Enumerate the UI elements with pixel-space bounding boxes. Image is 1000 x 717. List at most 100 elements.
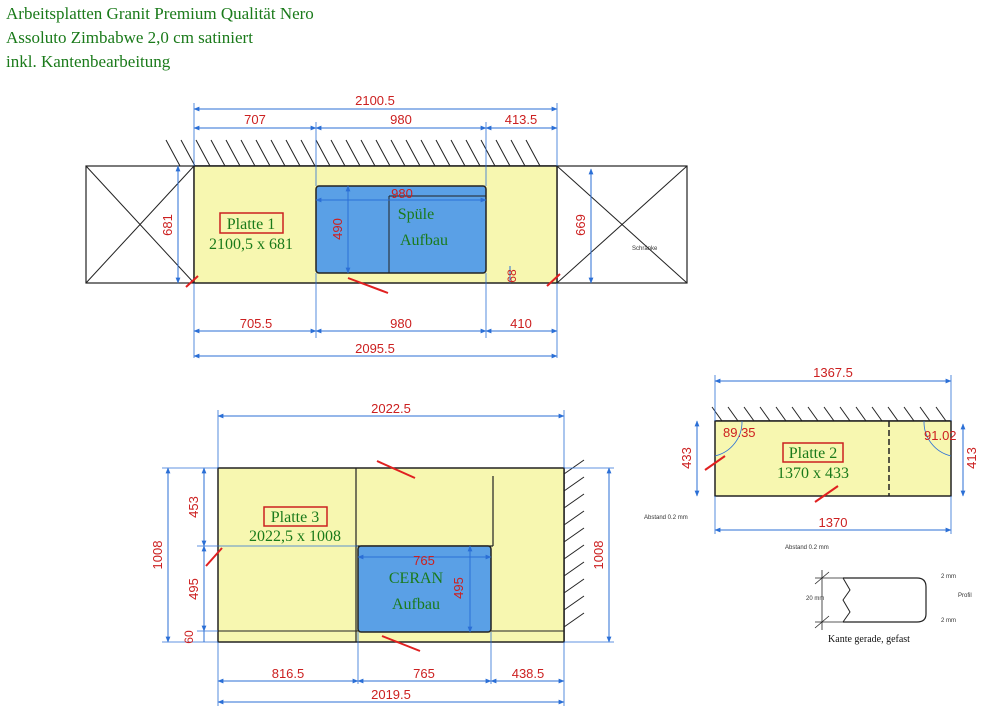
- wall-hatch-line: [405, 139, 421, 167]
- cut-mark: [546, 273, 561, 287]
- wall-hatch-line: [510, 139, 526, 167]
- platte-2-slab: [714, 420, 952, 497]
- appliance-label: Schränke: [632, 246, 658, 252]
- wall-hatch-line: [300, 139, 316, 167]
- wall-hatch-line: [195, 139, 211, 167]
- cut-mark: [185, 275, 199, 288]
- dim-sink-width: 980: [391, 186, 413, 201]
- sink-cutout: [315, 185, 487, 274]
- wall-hatch-line: [563, 612, 585, 628]
- wall-hatch-line: [225, 139, 241, 167]
- wall-hatch-line: [823, 406, 835, 422]
- profile-thickness: 20 mm: [806, 596, 824, 602]
- platte-1-size: 2100,5 x 681: [209, 236, 293, 253]
- wall-hatch-line: [871, 406, 883, 422]
- wall-hatch-line: [563, 544, 585, 560]
- wall-hatch-line: [563, 459, 585, 475]
- cut-mark: [814, 485, 839, 503]
- cut-mark: [381, 635, 421, 652]
- dim-left-depth: 681: [160, 214, 175, 236]
- dim-right-depth: 669: [573, 214, 588, 236]
- platte-3-name-box: [263, 506, 328, 527]
- wall-hatch-line: [727, 406, 739, 422]
- wall-hatch-line: [743, 406, 755, 422]
- dim-p3-bottom-total: 2019.5: [371, 687, 411, 702]
- wall-hatch-line: [759, 406, 771, 422]
- edge-profile: 20 mm 2 mm 2 mm Profil Kante gerade, gef…: [806, 570, 972, 645]
- wall-hatch-line: [270, 139, 286, 167]
- angle-right: 91.02: [924, 428, 957, 443]
- cooktop-cutout: [357, 545, 492, 633]
- dim-bottom-seg-1: 705.5: [240, 316, 273, 331]
- header-line-2: Assoluto Zimbabwe 2,0 cm satiniert: [6, 28, 253, 47]
- dim-sink-depth: 490: [330, 218, 345, 240]
- wall-hatch-line: [165, 139, 181, 167]
- wall-hatch-line: [791, 406, 803, 422]
- wall-hatch-line: [315, 139, 331, 167]
- dim-p2-right: 413: [964, 447, 979, 469]
- dim-p3-bottom-seg-2: 765: [413, 666, 435, 681]
- drawing-header: Arbeitsplatten Granit Premium Qualität N…: [6, 2, 314, 74]
- wall-hatch-line: [563, 476, 585, 492]
- cut-mark: [376, 460, 416, 479]
- wall-hatch-line: [255, 139, 271, 167]
- wall-hatch-line: [563, 510, 585, 526]
- wall-hatch-line: [375, 139, 391, 167]
- wall-hatch-line: [887, 406, 899, 422]
- dim-p3-bottom-seg-3: 438.5: [512, 666, 545, 681]
- cooktop-label-1: CERAN: [389, 570, 444, 587]
- dim-bottom-seg-2: 980: [390, 316, 412, 331]
- wall-hatch-line: [435, 139, 451, 167]
- cut-mark: [347, 277, 389, 294]
- wall-hatch-line: [465, 139, 481, 167]
- dim-top-seg-1: 707: [244, 112, 266, 127]
- cut-mark: [205, 547, 223, 567]
- dim-bottom-total: 2095.5: [355, 341, 395, 356]
- wall-hatch-line: [330, 139, 346, 167]
- wall-hatch-line: [420, 139, 436, 167]
- dim-top-seg-3: 413.5: [505, 112, 538, 127]
- sink-label-1: Spüle: [398, 206, 434, 223]
- p2-note-bottom: Abstand 0.2 mm: [785, 545, 829, 551]
- wall-hatch-line: [210, 139, 226, 167]
- dim-p3-left-seg-3: 60: [182, 630, 196, 644]
- wall-hatch-line: [563, 493, 585, 509]
- wall-hatch-line: [903, 406, 915, 422]
- platte-3-size: 2022,5 x 1008: [249, 528, 341, 545]
- profile-side-note: Profil: [958, 593, 972, 599]
- dim-p3-left-seg-2: 495: [186, 578, 201, 600]
- angle-left: 89.35: [723, 425, 756, 440]
- dim-p2-left: 433: [679, 447, 694, 469]
- cooktop-label-2: Aufbau: [392, 596, 440, 613]
- profile-caption: Kante gerade, gefast: [828, 634, 910, 645]
- header-line-1: Arbeitsplatten Granit Premium Qualität N…: [6, 4, 314, 23]
- platte-2-size: 1370 x 433: [777, 465, 849, 482]
- platte-1-drawing: Schränke Platte 1 2100,5 x 681 Spüle Auf…: [85, 93, 688, 359]
- header-line-3: inkl. Kantenbearbeitung: [6, 52, 171, 71]
- wall-hatch-line: [563, 578, 585, 594]
- platte-2-name-box: [782, 442, 844, 463]
- dim-p3-left-seg-1: 453: [186, 496, 201, 518]
- dim-top-seg-2: 980: [390, 112, 412, 127]
- dim-p2-bottom: 1370: [819, 515, 848, 530]
- wall-hatch-line: [360, 139, 376, 167]
- platte-3-drawing: Platte 3 2022,5 x 1008 CERAN Aufbau 2022…: [150, 401, 614, 706]
- wall-hatch-line: [807, 406, 819, 422]
- dim-cooktop-depth: 495: [451, 577, 466, 599]
- profile-bottom-note: 2 mm: [941, 618, 956, 624]
- platte-2-drawing: 89.35 91.02 Platte 2 1370 x 433 1367.5 4…: [644, 365, 979, 551]
- cut-mark: [704, 455, 726, 471]
- platte-3-name: Platte 3: [271, 509, 319, 526]
- wall-hatch-line: [345, 139, 361, 167]
- dim-p3-right-total: 1008: [591, 541, 606, 570]
- wall-hatch-line: [855, 406, 867, 422]
- dim-cooktop-width: 765: [413, 553, 435, 568]
- wall-hatch-line: [285, 139, 301, 167]
- dim-sink-offset: 68: [505, 269, 519, 283]
- wall-hatch-line: [711, 406, 723, 422]
- dim-top-total: 2100.5: [355, 93, 395, 108]
- wall-hatching-1: [165, 139, 557, 167]
- dim-bottom-seg-3: 410: [510, 316, 532, 331]
- wall-hatch-line: [390, 139, 406, 167]
- wall-hatch-line: [919, 406, 931, 422]
